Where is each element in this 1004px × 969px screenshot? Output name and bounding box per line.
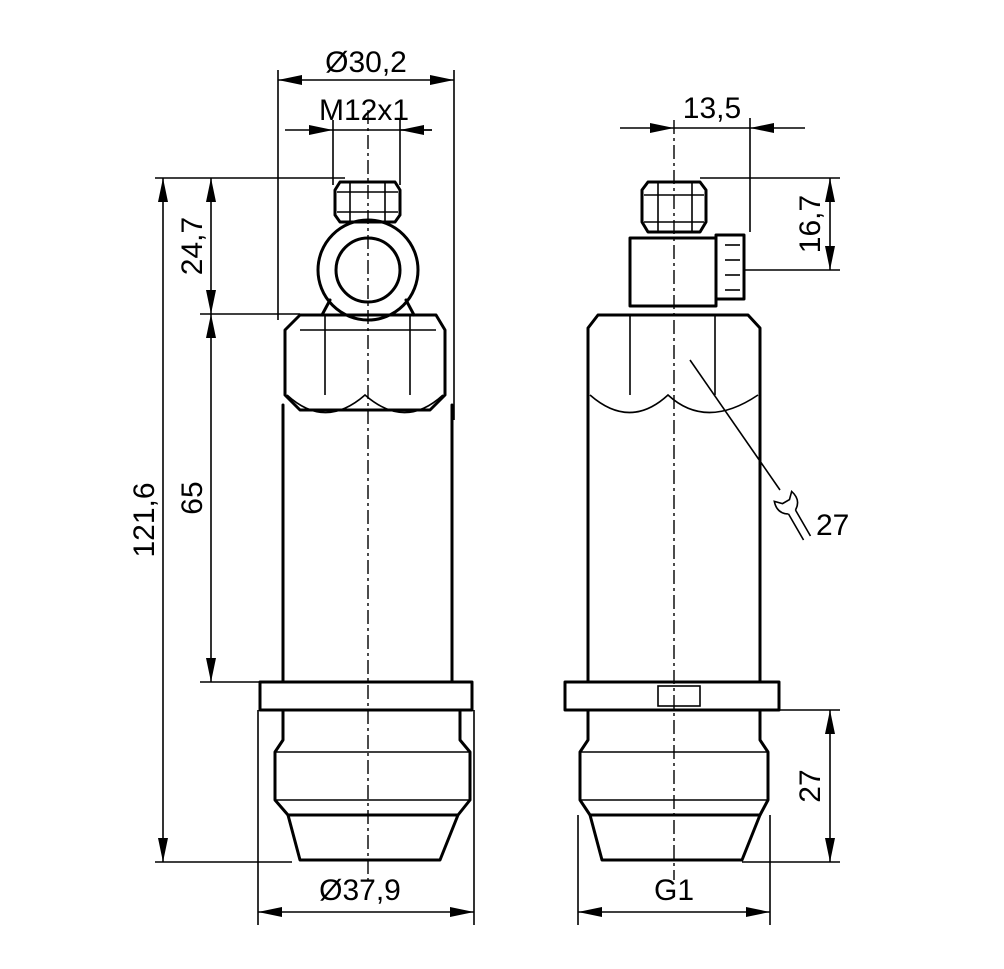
side-connector-nut — [640, 180, 708, 234]
label-thread-type: G1 — [654, 874, 694, 907]
front-flange — [258, 680, 474, 712]
label-body-length: 65 — [176, 481, 209, 514]
label-top-diameter: Ø30,2 — [325, 46, 407, 79]
side-dimensions: 13,5 16,7 27 G1 27 — [577, 92, 849, 925]
front-view — [258, 110, 474, 880]
side-flange — [563, 680, 781, 712]
wrench-icon — [773, 489, 812, 541]
label-connector-offset: 13,5 — [683, 92, 741, 125]
label-connector-height: 24,7 — [176, 217, 209, 275]
front-dimensions: Ø30,2 M12x1 121,6 24,7 65 Ø37,9 — [128, 46, 475, 925]
label-connector-head-height: 16,7 — [794, 195, 827, 253]
label-bottom-diameter: Ø37,9 — [319, 874, 401, 907]
side-thread — [578, 708, 770, 817]
label-wrench-size: 27 — [816, 509, 849, 542]
side-view — [563, 120, 781, 880]
side-tip — [588, 813, 762, 862]
label-thread-length: 27 — [794, 769, 827, 802]
label-total-length: 121,6 — [128, 482, 161, 557]
label-connector-thread: M12x1 — [319, 94, 409, 127]
front-thread — [273, 708, 472, 817]
side-connector-block — [628, 236, 718, 308]
front-hex-head — [283, 313, 447, 412]
front-tip — [286, 813, 460, 862]
front-connector-nut — [333, 180, 402, 224]
